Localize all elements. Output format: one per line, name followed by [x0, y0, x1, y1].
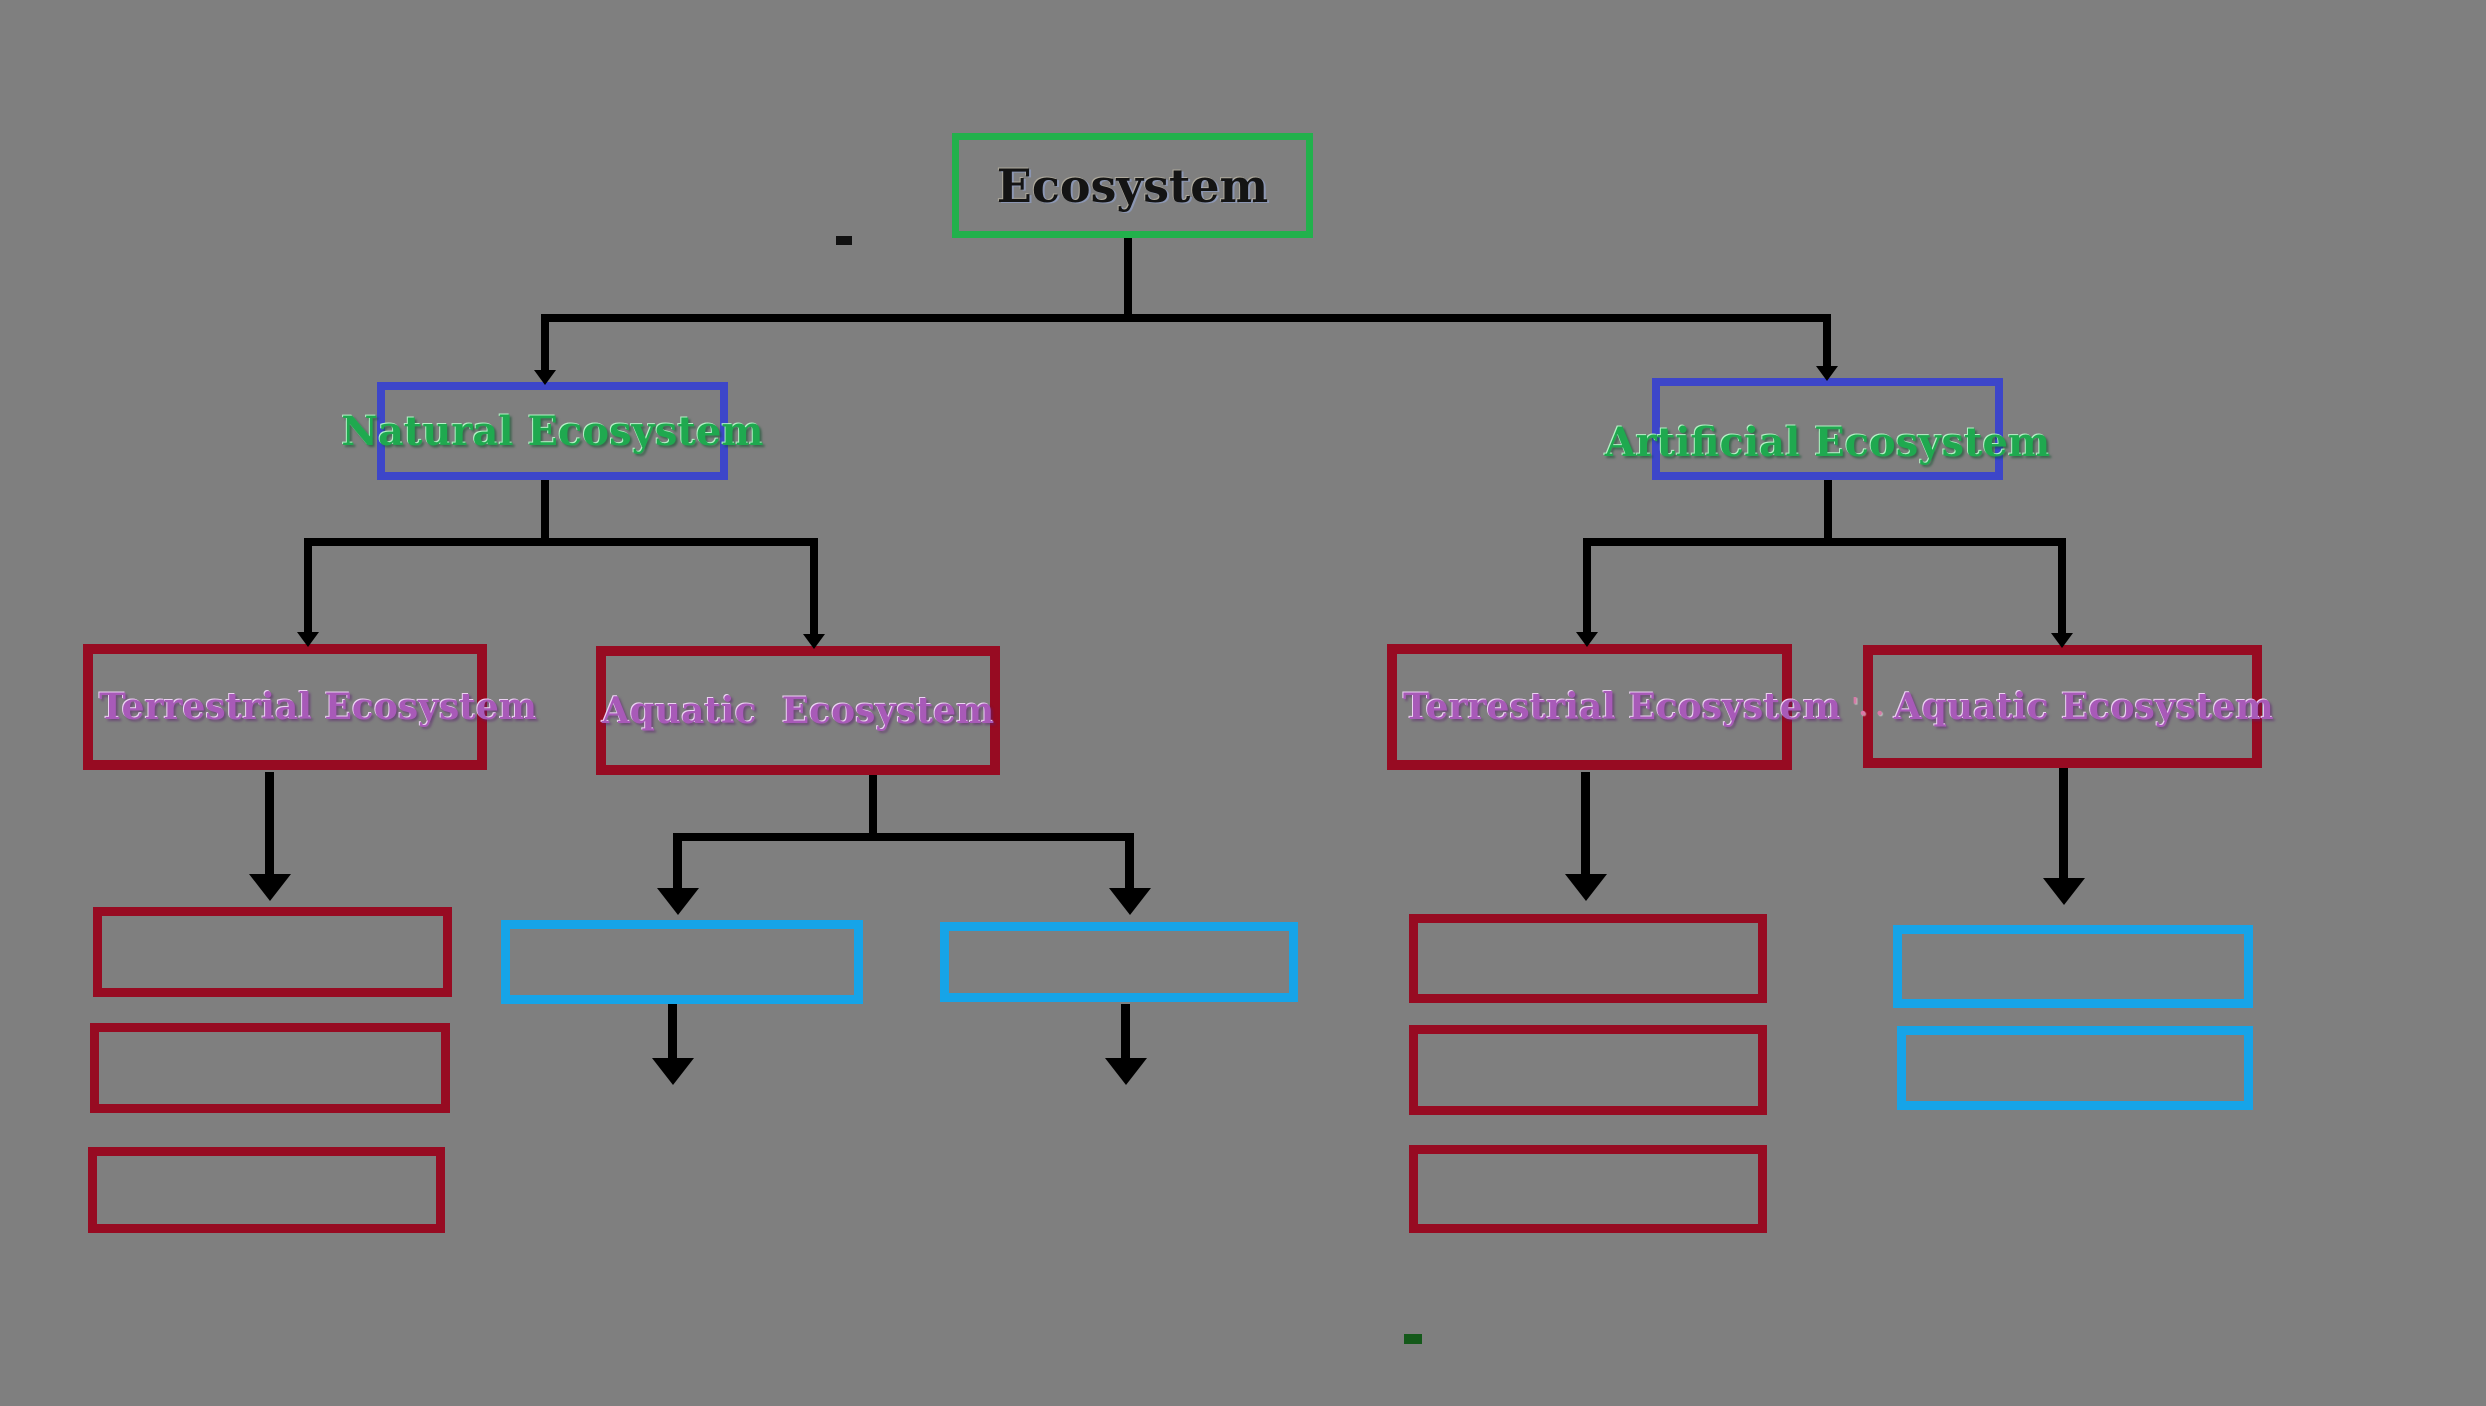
arrowhead-to-artificial — [1816, 366, 1838, 381]
arrow-terrestrial-right-shaft — [1581, 772, 1590, 876]
arrow-below-aquatic-sub2-shaft — [1121, 1004, 1130, 1060]
empty-box-terrestrial-natural-3 — [88, 1147, 445, 1233]
node-terrestrial-artificial-label: Terrestrial Ecosystem — [1403, 686, 1841, 728]
node-natural-ecosystem: Natural Ecosystem — [341, 382, 764, 480]
connector-to-terrestrial-left — [304, 538, 312, 634]
arrow-aquatic-left-1-shaft — [673, 833, 682, 891]
node-terrestrial-ecosystem-natural: Terrestrial Ecosystem — [83, 644, 537, 770]
arrowhead-to-terrestrial-left — [297, 632, 319, 647]
empty-box-terrestrial-artificial-3 — [1409, 1145, 1767, 1233]
node-aquatic-artificial-stray-prefix: '. . — [1851, 692, 1884, 721]
arrow-aquatic-right-shaft — [2059, 768, 2068, 880]
empty-box-aquatic-artificial-1 — [1893, 925, 2253, 1008]
connector-natural-down — [541, 480, 549, 542]
node-aquatic-ecosystem-natural: Aquatic Ecosystem — [596, 646, 1000, 775]
arrow-below-aquatic-sub1-shaft — [668, 1004, 677, 1060]
empty-box-terrestrial-natural-2 — [90, 1023, 450, 1113]
arrowhead-to-terrestrial-right — [1576, 632, 1598, 647]
node-aquatic-ecosystem-artificial: '. . Aquatic Ecosystem — [1851, 645, 2274, 768]
connector-to-aquatic-right — [2058, 538, 2066, 635]
connector-aquatic-left-horizontal — [673, 833, 1134, 841]
arrow-aquatic-left-1-head — [657, 888, 699, 915]
arrow-below-aquatic-sub1-head — [652, 1058, 694, 1085]
arrow-terrestrial-left-shaft — [265, 772, 274, 876]
arrow-terrestrial-right-head — [1565, 874, 1607, 901]
node-artificial-ecosystem-label: Artificial Ecosystem — [1604, 418, 2051, 466]
connector-artificial-down — [1824, 480, 1832, 538]
connector-to-natural — [541, 314, 549, 372]
empty-box-terrestrial-artificial-2 — [1409, 1025, 1767, 1115]
empty-box-terrestrial-artificial-1 — [1409, 914, 1767, 1003]
arrowhead-to-aquatic-left — [803, 634, 825, 649]
empty-box-aquatic-natural-1 — [501, 920, 863, 1004]
arrow-terrestrial-left-head — [249, 874, 291, 901]
node-terrestrial-ecosystem-artificial: Terrestrial Ecosystem — [1387, 644, 1841, 770]
stray-mark-green — [1404, 1334, 1422, 1344]
arrow-aquatic-right-head — [2043, 878, 2085, 905]
arrowhead-to-aquatic-right — [2051, 633, 2073, 648]
arrow-aquatic-left-2-shaft — [1125, 833, 1134, 891]
node-aquatic-natural-label: Aquatic Ecosystem — [601, 689, 995, 732]
node-ecosystem-label: Ecosystem — [996, 158, 1269, 213]
connector-top-horizontal — [541, 314, 1831, 322]
connector-root-down — [1124, 238, 1132, 318]
empty-box-terrestrial-natural-1 — [93, 907, 452, 997]
arrow-below-aquatic-sub2-head — [1105, 1058, 1147, 1085]
connector-to-artificial — [1823, 314, 1831, 368]
arrowhead-to-natural — [534, 370, 556, 385]
node-terrestrial-natural-label: Terrestrial Ecosystem — [99, 686, 537, 728]
stray-mark-black — [836, 236, 852, 245]
connector-to-aquatic-left — [810, 538, 818, 636]
node-artificial-ecosystem: Artificial Ecosystem — [1605, 378, 2050, 480]
arrow-aquatic-left-2-head — [1109, 888, 1151, 915]
node-aquatic-artificial-label: Aquatic Ecosystem — [1893, 685, 2274, 728]
connector-natural-horizontal — [304, 538, 818, 546]
empty-box-aquatic-natural-2 — [940, 922, 1298, 1002]
node-natural-ecosystem-label: Natural Ecosystem — [341, 407, 764, 455]
connector-artificial-horizontal — [1583, 538, 2066, 546]
node-ecosystem: Ecosystem — [952, 133, 1313, 238]
empty-box-aquatic-artificial-2 — [1897, 1026, 2253, 1110]
connector-aquatic-left-down — [869, 775, 877, 837]
connector-to-terrestrial-right — [1583, 538, 1591, 634]
